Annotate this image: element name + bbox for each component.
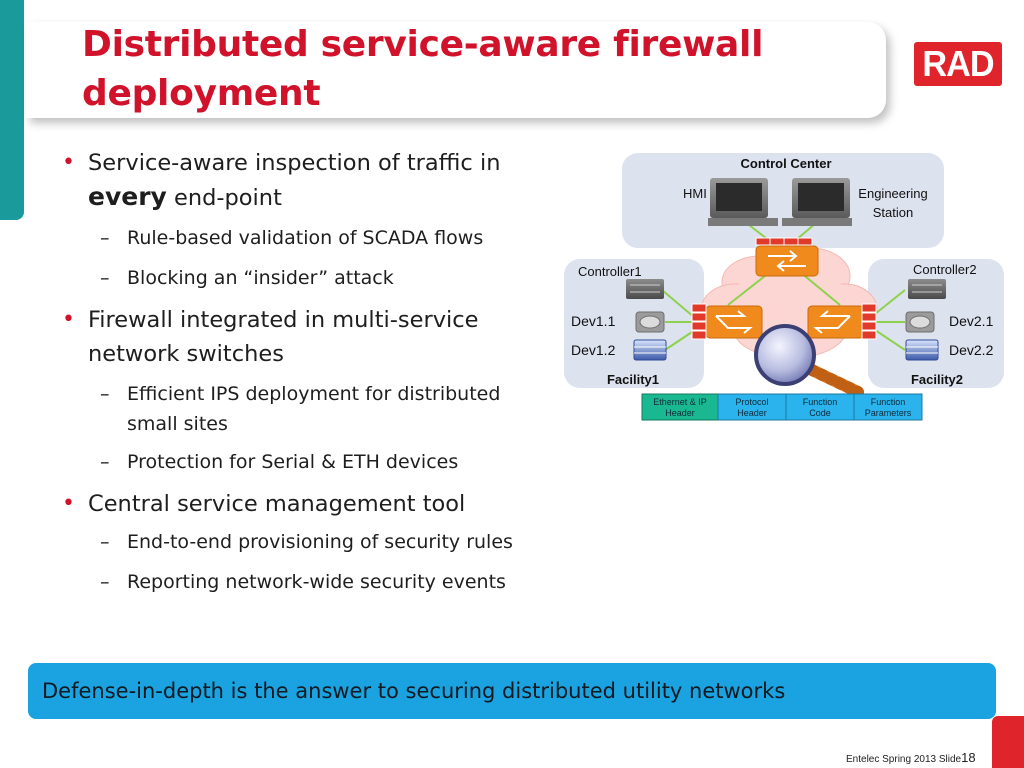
packet-field-function-code-line2: Code xyxy=(809,408,831,418)
bullet-dot: • xyxy=(62,307,75,332)
sub-bullet-dash: – xyxy=(100,267,110,289)
station-label: Station xyxy=(873,205,913,220)
facility2-label: Facility2 xyxy=(911,372,963,387)
firewall-brick-icon xyxy=(691,303,707,340)
switch-arrows-icon xyxy=(705,305,763,339)
dev2-1-label: Dev2.1 xyxy=(949,313,994,329)
sub-bullet-item: – Protection for Serial & ETH devices xyxy=(62,447,562,477)
bullet-emphasis: every xyxy=(88,182,167,211)
serial-device-icon xyxy=(635,311,665,333)
switch-arrows-icon xyxy=(755,245,819,277)
footer-slide-number: 18 xyxy=(961,750,976,765)
sub-bullet-dash: – xyxy=(100,531,110,553)
rad-logo: RAD xyxy=(914,42,1002,86)
packet-field-ethernet-line2: Header xyxy=(665,408,695,418)
sub-bullet-item: – Rule-based validation of SCADA flows xyxy=(62,223,562,253)
corner-accent xyxy=(992,716,1024,768)
sub-bullet-text: Reporting network-wide security events xyxy=(127,571,506,593)
serial-device-icon xyxy=(905,311,935,333)
magnifier-icon xyxy=(754,324,864,398)
storage-device-icon xyxy=(905,339,939,361)
bullet-item: • Firewall integrated in multi-service n… xyxy=(62,303,528,371)
footer-event: Entelec Spring 2013 xyxy=(846,754,937,765)
switch-arrows-icon xyxy=(807,305,865,339)
hmi-label: HMI xyxy=(683,186,707,201)
packet-field-function-code-line1: Function xyxy=(803,397,838,407)
packet-field-protocol xyxy=(717,393,787,421)
sub-bullet-text: Efficient IPS deployment for distributed… xyxy=(127,383,501,435)
slide-title: Distributed service-aware firewall deplo… xyxy=(82,24,764,114)
slide-footer: Entelec Spring 2013 Slide18 xyxy=(846,750,976,765)
firewall-brick-icon xyxy=(755,237,813,246)
controller2-label: Controller2 xyxy=(913,262,977,277)
sub-bullet-text: End-to-end provisioning of security rule… xyxy=(127,531,513,553)
control-center-panel xyxy=(622,153,944,248)
packet-field-function-params xyxy=(853,393,923,421)
bullet-text: Firewall integrated in multi-service net… xyxy=(88,307,479,367)
engineering-label: Engineering xyxy=(858,186,927,201)
bullet-text: Service-aware inspection of traffic in xyxy=(88,150,501,176)
sub-bullet-item: – Efficient IPS deployment for distribut… xyxy=(62,379,547,439)
packet-field-protocol-line1: Protocol xyxy=(735,397,768,407)
packet-field-protocol-line2: Header xyxy=(737,408,767,418)
facility1-panel xyxy=(564,259,704,388)
controller-rack-icon xyxy=(626,279,664,299)
sub-bullet-dash: – xyxy=(100,383,110,405)
packet-fields xyxy=(641,393,923,421)
teal-accent-bar xyxy=(0,0,24,220)
dev1-1-label: Dev1.1 xyxy=(571,313,616,329)
sub-bullet-item: – End-to-end provisioning of security ru… xyxy=(62,527,562,557)
bullet-text: Central service management tool xyxy=(88,491,466,517)
controller1-label: Controller1 xyxy=(578,264,642,279)
packet-field-ethernet-line1: Ethernet & IP xyxy=(653,397,707,407)
packet-field-function-params-line2: Parameters xyxy=(865,408,912,418)
bullet-item: • Central service management tool xyxy=(62,487,562,521)
sub-bullet-text: Blocking an “insider” attack xyxy=(127,267,394,289)
sub-bullet-item: – Blocking an “insider” attack xyxy=(62,263,562,293)
computer-monitor-icon xyxy=(708,178,778,226)
bullet-dot: • xyxy=(62,491,75,516)
computer-monitor-icon xyxy=(782,178,852,226)
dev1-2-label: Dev1.2 xyxy=(571,342,616,358)
callout-banner: Defense-in-depth is the answer to securi… xyxy=(28,663,996,719)
firewall-brick-icon xyxy=(861,303,877,340)
bullet-list: • Service-aware inspection of traffic in… xyxy=(62,146,562,597)
footer-slide-label: Slide xyxy=(938,754,962,765)
sub-bullet-dash: – xyxy=(100,571,110,593)
controller-rack-icon xyxy=(908,279,946,299)
packet-field-ethernet xyxy=(641,393,719,421)
bullet-text-rest: end-point xyxy=(174,185,282,211)
storage-device-icon xyxy=(633,339,667,361)
sub-bullet-dash: – xyxy=(100,227,110,249)
callout-text: Defense-in-depth is the answer to securi… xyxy=(42,679,786,703)
bullet-dot: • xyxy=(62,150,75,175)
sub-bullet-text: Rule-based validation of SCADA flows xyxy=(127,227,484,249)
sub-bullet-text: Protection for Serial & ETH devices xyxy=(127,451,459,473)
sub-bullet-dash: – xyxy=(100,451,110,473)
sub-bullet-item: – Reporting network-wide security events xyxy=(62,567,562,597)
packet-field-function-code xyxy=(785,393,855,421)
title-panel xyxy=(26,22,886,118)
facility1-label: Facility1 xyxy=(607,372,659,387)
packet-field-function-params-line1: Function xyxy=(871,397,906,407)
bullet-item: • Service-aware inspection of traffic in… xyxy=(62,146,562,215)
dev2-2-label: Dev2.2 xyxy=(949,342,994,358)
rad-logo-text: RAD xyxy=(922,43,994,84)
control-center-label: Control Center xyxy=(741,156,832,171)
